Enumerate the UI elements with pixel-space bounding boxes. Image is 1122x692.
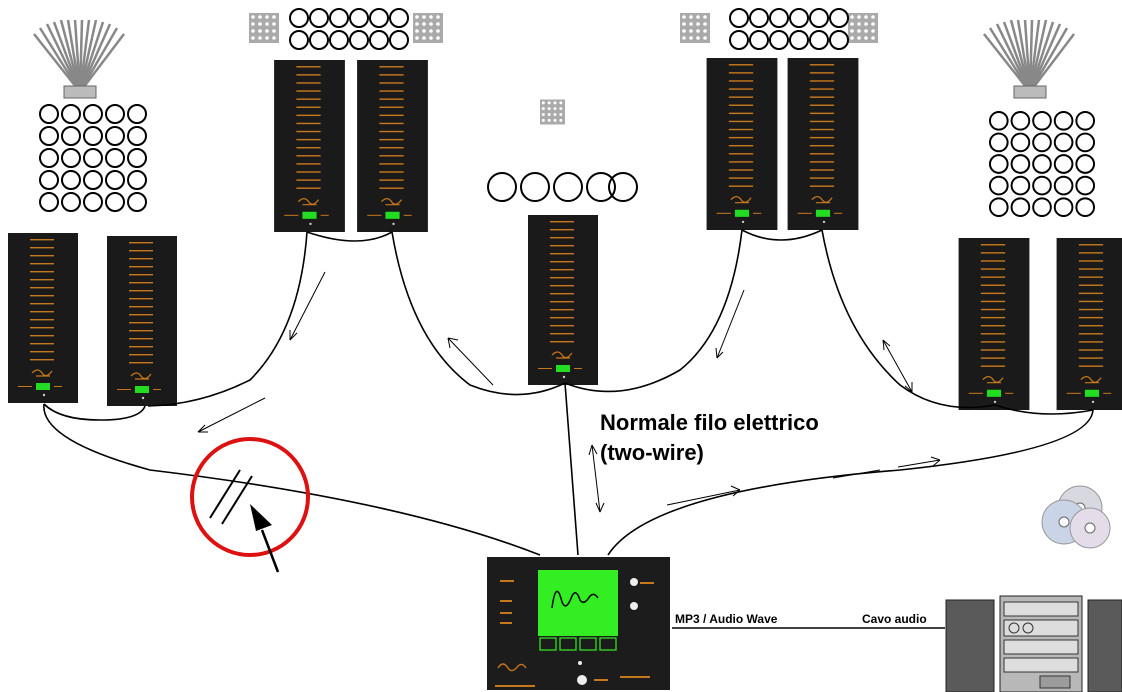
firing-module-icon — [527, 215, 599, 385]
tube-grid-icon — [487, 172, 638, 202]
firing-module-icon — [1056, 238, 1122, 410]
cursor-arrow-icon — [250, 504, 280, 573]
small-mortar-icon — [249, 13, 279, 43]
tube-grid-icon — [39, 104, 147, 212]
controller-unit-icon — [487, 557, 670, 690]
cd-discs-icon — [1041, 485, 1111, 549]
audio-label: MP3 / Audio Wave — [675, 612, 778, 626]
tube-grid-icon — [988, 110, 1096, 218]
small-mortar-icon — [540, 99, 565, 125]
firing-module-icon — [958, 238, 1030, 410]
firing-module-icon — [705, 58, 779, 230]
firing-module-icon — [8, 232, 78, 404]
wire-label-line1: Normale filo elettrico — [600, 410, 819, 435]
fan-cake-icon — [32, 20, 126, 100]
fan-cake-icon — [982, 20, 1076, 100]
cable-label: Cavo audio — [862, 612, 927, 626]
wiring — [43, 229, 1094, 629]
wire-label-line2: (two-wire) — [600, 440, 704, 465]
small-mortar-icon — [848, 13, 878, 43]
firing-module-icon — [273, 60, 346, 232]
signal-arrows — [197, 271, 941, 513]
small-mortar-icon — [413, 13, 443, 43]
tube-grid-icon — [729, 8, 849, 50]
stereo-system-icon — [945, 595, 1122, 692]
tube-grid-icon — [289, 8, 409, 50]
cut-wire-icon — [190, 437, 310, 557]
firing-module-icon — [356, 60, 429, 232]
firing-module-icon — [106, 236, 178, 406]
firing-module-icon — [786, 58, 860, 230]
small-mortar-icon — [680, 13, 710, 43]
